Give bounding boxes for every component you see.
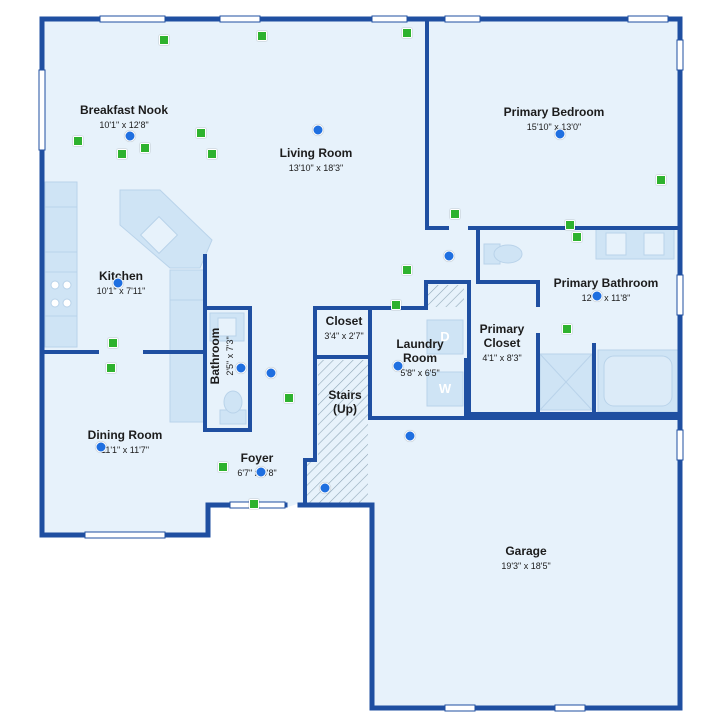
room-name: Dining Room: [87, 428, 163, 442]
room-dimensions: 15'10" x 13'0": [526, 121, 582, 132]
room-label-living-room: Living Room 13'10" x 18'3": [279, 146, 353, 173]
blue-marker[interactable]: [124, 130, 136, 142]
green-marker[interactable]: [218, 462, 228, 472]
room-label-breakfast-nook: Breakfast Nook 10'1" x 12'8": [79, 103, 169, 130]
room-name: Breakfast Nook: [79, 103, 169, 117]
kitchen-fixtures: [44, 181, 213, 423]
room-label-dining-room: Dining Room 11'1" x 11'7": [87, 428, 163, 455]
room-label-primary-bedroom: Primary Bedroom 15'10" x 13'0": [503, 105, 605, 132]
room-name: Closet: [325, 314, 363, 328]
appliance-letters: D W: [439, 329, 452, 396]
room-name: Garage: [505, 544, 547, 558]
room-dimensions: 10'1" x 12'8": [99, 119, 149, 130]
green-marker[interactable]: [117, 149, 127, 159]
room-label-closet: Closet 3'4" x 2'7": [324, 314, 364, 341]
room-name: Primary Bathroom: [553, 276, 659, 290]
room-dimensions: 4'1" x 8'3": [482, 352, 522, 363]
blue-marker[interactable]: [404, 430, 416, 442]
green-marker[interactable]: [391, 300, 401, 310]
blue-marker[interactable]: [319, 482, 331, 494]
green-marker[interactable]: [257, 31, 267, 41]
green-marker[interactable]: [73, 136, 83, 146]
bathroom-fixtures: [209, 312, 247, 425]
dryer-letter: D: [440, 329, 449, 344]
green-marker[interactable]: [656, 175, 666, 185]
blue-marker[interactable]: [112, 277, 124, 289]
blue-marker[interactable]: [312, 124, 324, 136]
walls: [39, 16, 683, 711]
room-name: Primary Bedroom: [503, 105, 605, 119]
room-label-garage: Garage 19'3" x 18'5": [501, 544, 551, 571]
green-marker[interactable]: [565, 220, 575, 230]
green-marker[interactable]: [140, 143, 150, 153]
room-name: Foyer: [240, 451, 274, 465]
room-label-stairs: Stairs (Up): [320, 388, 370, 417]
washer-letter: W: [439, 381, 452, 396]
green-marker[interactable]: [108, 338, 118, 348]
laundry-appliances: [426, 319, 464, 407]
room-name: Stairs (Up): [328, 388, 362, 416]
room-label-primary-bathroom: Primary Bathroom 12'5" x 11'8": [553, 276, 659, 303]
green-marker[interactable]: [249, 499, 259, 509]
green-marker[interactable]: [196, 128, 206, 138]
room-dimensions: 11'1" x 11'7": [100, 444, 150, 455]
blue-marker[interactable]: [554, 128, 566, 140]
green-marker[interactable]: [450, 209, 460, 219]
green-marker[interactable]: [207, 149, 217, 159]
room-dimensions: 13'10" x 18'3": [288, 162, 344, 173]
room-dimensions: 12'5" x 11'8": [581, 292, 631, 303]
room-name: Primary Closet: [479, 322, 525, 350]
blue-marker[interactable]: [443, 250, 455, 262]
room-name: Laundry Room: [396, 337, 444, 365]
blue-marker[interactable]: [95, 441, 107, 453]
blue-marker[interactable]: [235, 362, 247, 374]
green-marker[interactable]: [572, 232, 582, 242]
blue-marker[interactable]: [591, 290, 603, 302]
floor-area: [42, 19, 680, 708]
room-dimensions: 5'8" x 6'5": [400, 367, 440, 378]
room-dimensions: 19'3" x 18'5": [501, 560, 551, 571]
stairs-hatch: [305, 285, 464, 503]
green-marker[interactable]: [402, 265, 412, 275]
green-marker[interactable]: [402, 28, 412, 38]
room-dimensions: 3'4" x 2'7": [324, 330, 364, 341]
room-name: Bathroom: [207, 327, 222, 385]
room-label-laundry-room: Laundry Room 5'8" x 6'5": [390, 337, 450, 378]
blue-marker[interactable]: [392, 360, 404, 372]
room-dimensions: 10'1" x 7'11": [96, 285, 146, 296]
primary-bathroom-fixtures: [483, 228, 679, 413]
room-label-bathroom: Bathroom 2'5" x 7'3": [207, 327, 235, 385]
green-marker[interactable]: [284, 393, 294, 403]
room-name: Kitchen: [98, 269, 144, 283]
room-name: Living Room: [279, 146, 353, 160]
room-label-primary-closet: Primary Closet 4'1" x 8'3": [472, 322, 532, 363]
room-label-kitchen: Kitchen 10'1" x 7'11": [96, 269, 146, 296]
green-marker[interactable]: [159, 35, 169, 45]
blue-marker[interactable]: [255, 466, 267, 478]
green-marker[interactable]: [106, 363, 116, 373]
room-dimensions: 2'5" x 7'3": [224, 336, 235, 376]
green-marker[interactable]: [562, 324, 572, 334]
blue-marker[interactable]: [265, 367, 277, 379]
